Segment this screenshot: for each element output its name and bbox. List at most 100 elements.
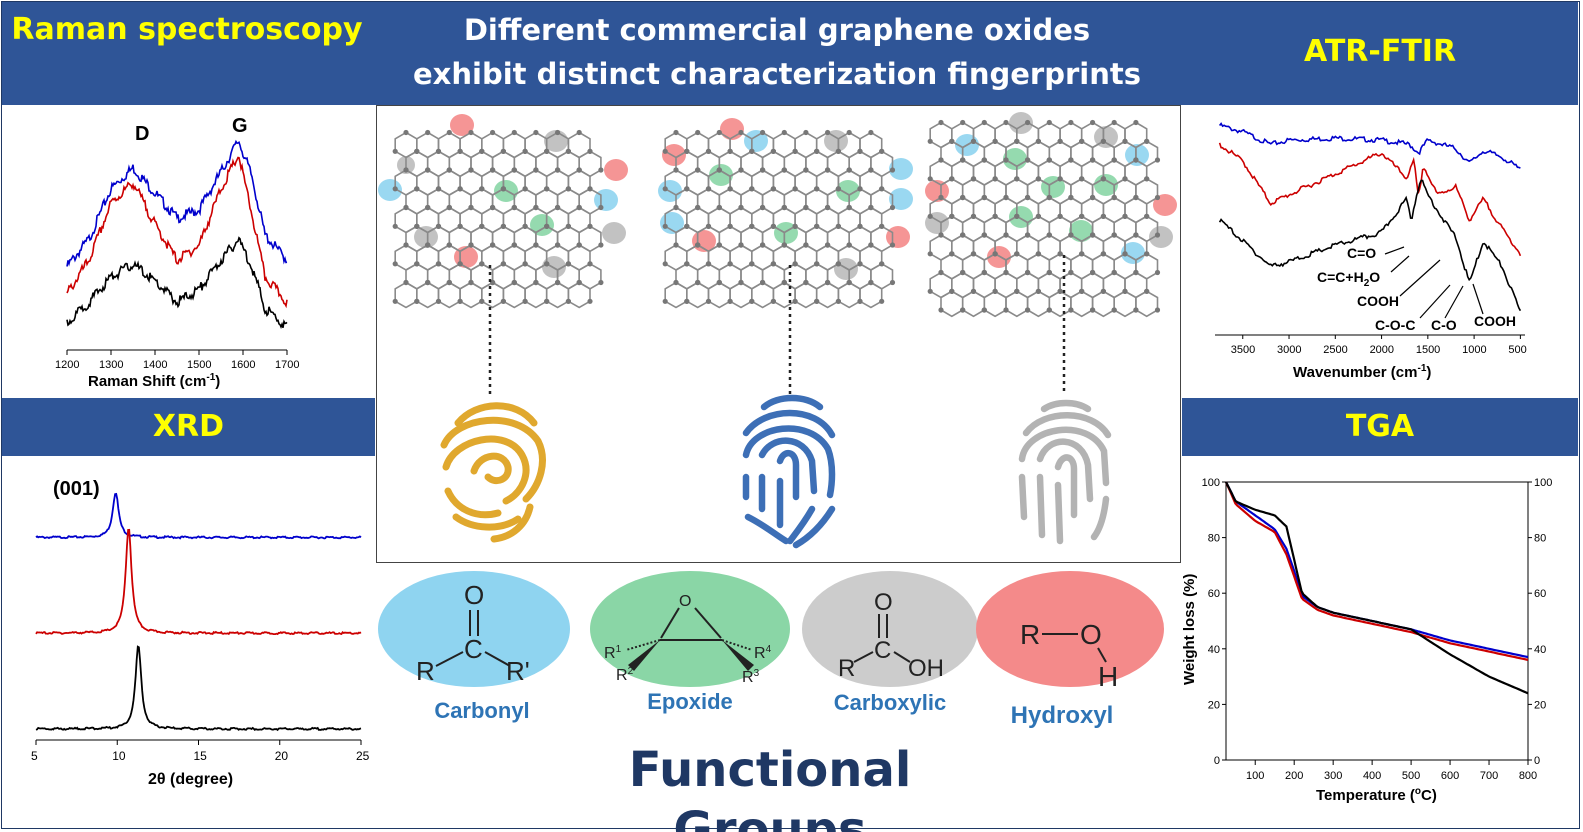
carbon-atom (781, 129, 787, 136)
carbon-atom (662, 186, 668, 192)
carbon-atom (1133, 307, 1139, 313)
tga-y2-tick-label: 80 (1534, 533, 1546, 545)
functional-groups-diagram: O C R R' O R1 R2 R3 R4 (378, 571, 1164, 692)
carbon-atom (684, 298, 690, 304)
svg-text:C: C (464, 634, 483, 664)
carbon-atom (1100, 251, 1106, 257)
carbon-atom (889, 242, 896, 248)
carbon-atom (879, 261, 885, 267)
hexagon (729, 281, 753, 309)
carbon-atom (879, 223, 885, 229)
carbon-atom (435, 186, 442, 192)
carbon-atom (1111, 269, 1117, 276)
carbon-atom (814, 223, 820, 229)
functional-group-spot (602, 222, 626, 244)
tga-y2-tick-label: 0 (1534, 755, 1540, 767)
graphene-sheet-3 (925, 112, 1177, 318)
carbon-atom (555, 129, 561, 136)
carbon-atom (981, 307, 987, 313)
carbon-atom (490, 204, 496, 211)
raman-heading-line1: Raman (11, 12, 128, 47)
carbon-atom (533, 242, 539, 248)
carbon-atom (960, 194, 966, 201)
svg-text:R: R (1020, 619, 1040, 650)
carbon-atom (792, 223, 798, 229)
tga-x-label: Temperature (oC) (1316, 786, 1437, 804)
carbon-atom (781, 167, 787, 173)
functional-group-spot (414, 226, 438, 248)
carbon-atom (500, 261, 506, 267)
hexagon (664, 281, 688, 309)
hexagon (415, 281, 440, 309)
hydroxyl-bubble (976, 571, 1164, 687)
carbon-atom (555, 204, 561, 211)
tga-x-tick-label: 800 (1519, 770, 1537, 782)
carbon-atom (695, 204, 701, 211)
carbon-atom (1057, 138, 1063, 144)
carbon-atom (835, 298, 841, 304)
carbon-atom (522, 148, 528, 154)
functional-group-spot (889, 188, 913, 210)
functional-group-spot (542, 256, 566, 278)
svg-text:O: O (464, 580, 484, 610)
carbon-atom (749, 261, 755, 267)
functional-group-spot (450, 114, 474, 136)
raman-peak-d-label: D (135, 123, 149, 145)
carbon-atom (1111, 157, 1117, 163)
hexagon (707, 281, 731, 309)
carbon-atom (1014, 138, 1020, 144)
carbon-atom (414, 223, 420, 229)
carbon-atom (695, 279, 701, 286)
carbon-atom (781, 242, 787, 248)
tga-y2-tick-label: 60 (1534, 588, 1546, 600)
carbon-atom (760, 129, 766, 136)
ftir-tick-label: 2000 (1370, 344, 1394, 356)
carbon-atom (792, 298, 798, 304)
carbon-atom (1025, 307, 1031, 313)
hexagon (685, 281, 710, 309)
carbon-atom (468, 167, 474, 173)
annot-cooh-1: COOH (1357, 293, 1399, 309)
carbon-atom (425, 167, 431, 173)
annot-c-o: C-O (1431, 317, 1457, 333)
hydroxyl-label: Hydroxyl (1010, 702, 1114, 729)
graphene-sheet-2 (658, 118, 913, 309)
functional-group-spot (744, 130, 768, 152)
carbon-atom (392, 186, 398, 192)
functional-group-spot (987, 246, 1011, 268)
carbon-atom (938, 232, 944, 238)
carbon-atom (981, 119, 987, 126)
carbon-atom (727, 148, 733, 154)
raman-tick-label: 1400 (143, 359, 167, 371)
hexagon (1026, 290, 1051, 318)
hexagon (837, 281, 861, 309)
carbon-atom (457, 186, 463, 192)
carbon-atom (1068, 269, 1074, 276)
carbon-atom (479, 148, 485, 154)
xrd-series-line (35, 645, 362, 732)
hexagon (859, 281, 883, 309)
raman-x-label: Raman Shift (cm-1) (88, 372, 220, 390)
carbon-atom (981, 232, 987, 238)
carbon-atom (927, 251, 933, 257)
carbon-atom (970, 138, 977, 144)
carbon-atom (1079, 288, 1085, 294)
main-title: Different commercial graphene oxides exh… (372, 8, 1182, 96)
carbon-atom (857, 223, 863, 229)
carbon-atom (490, 279, 496, 286)
carbon-atom (879, 298, 885, 304)
fingerprint-blue-icon (742, 394, 836, 549)
carbon-atom (673, 167, 679, 173)
raman-heading-line2: spectroscopy (138, 12, 363, 47)
carbon-atom (565, 148, 571, 154)
carbon-atom (1100, 213, 1106, 219)
carbon-atom (1068, 232, 1074, 238)
carbon-atom (662, 298, 668, 304)
carbon-atom (857, 186, 863, 192)
carbon-atom (1003, 194, 1009, 201)
carbon-atom (1003, 157, 1009, 163)
carbon-atom (468, 129, 474, 136)
carbon-atom (446, 279, 452, 286)
carbon-atom (1003, 269, 1009, 276)
hydroxyl-structure: R O H (1020, 619, 1118, 692)
